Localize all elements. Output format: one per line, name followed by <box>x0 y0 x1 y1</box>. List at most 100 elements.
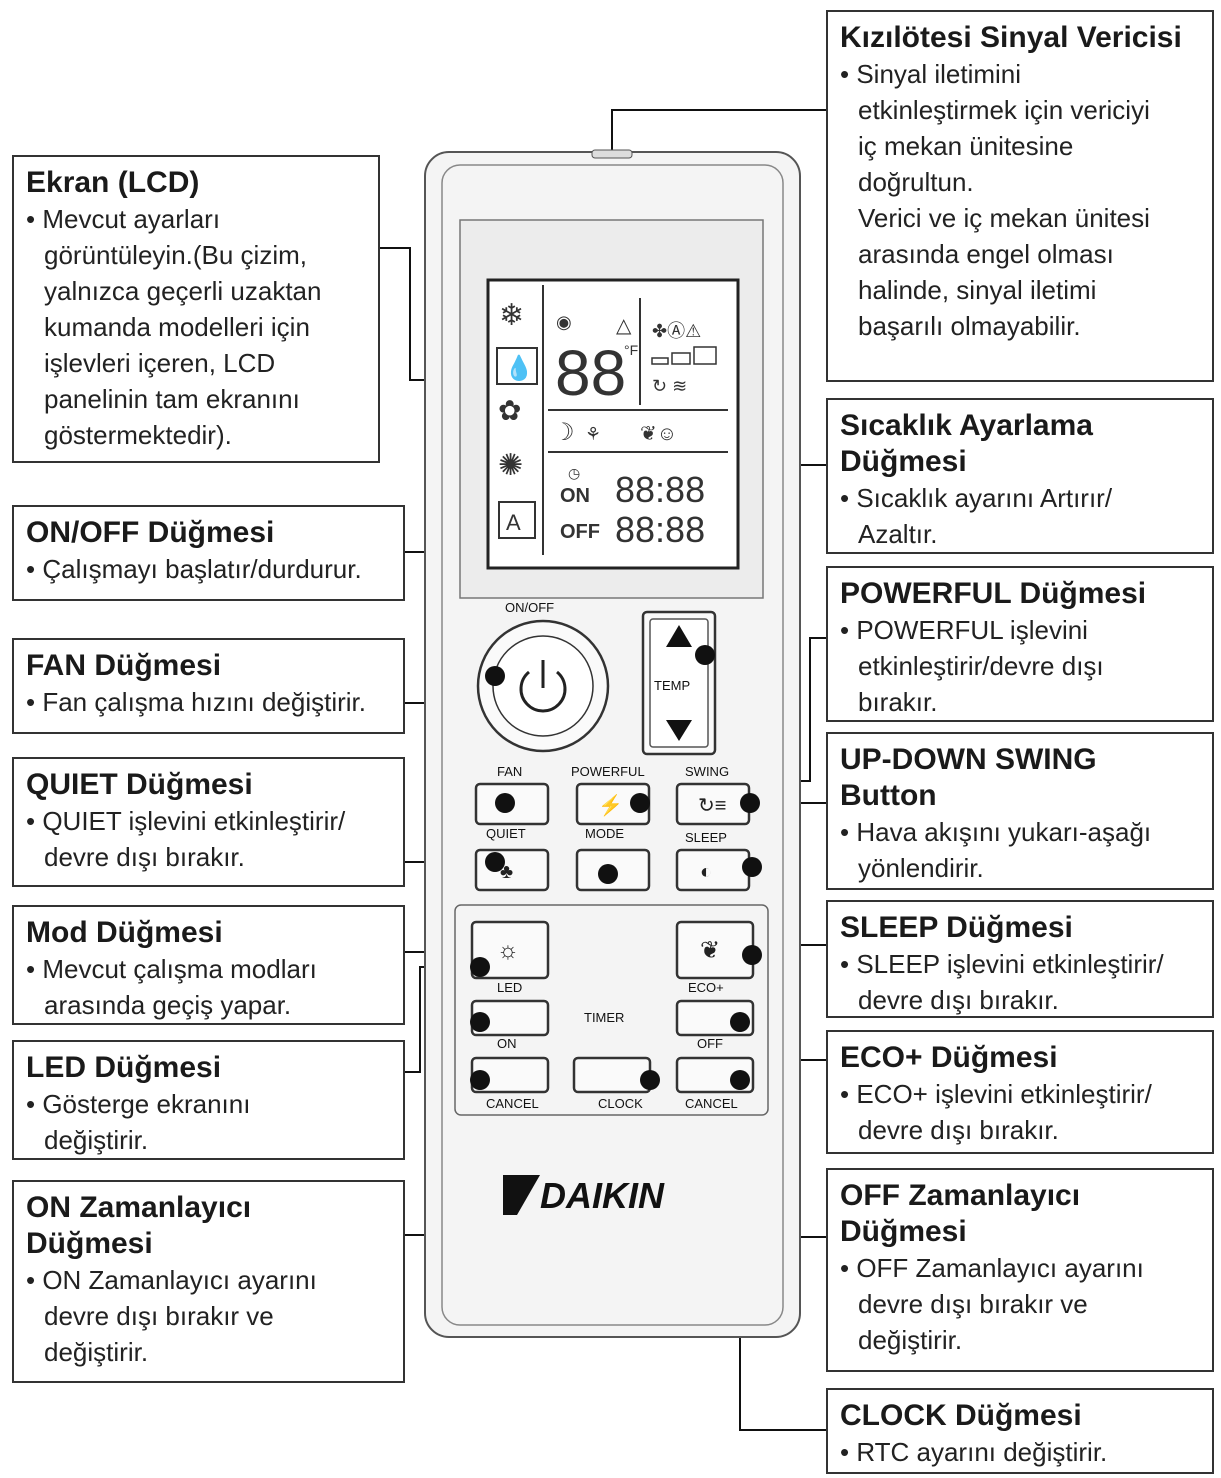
callout-title: Sıcaklık Ayarlama Düğmesi <box>840 409 1093 478</box>
leaf-icon: ❦ <box>700 937 720 964</box>
callout-line: devre dışı bırakır ve <box>44 1301 274 1331</box>
callout-line: değiştirir. <box>44 1125 149 1155</box>
callout-title: FAN Düğmesi <box>26 649 222 682</box>
temp-label: TEMP <box>654 678 690 693</box>
callout-title: SLEEP Düğmesi <box>840 911 1073 944</box>
fan-auto-icon: ✤Ⓐ⚠ <box>652 321 701 341</box>
callout-line: devre dışı bırakır ve <box>858 1289 1088 1319</box>
swing-button[interactable]: ↻≡ <box>675 782 751 826</box>
callout-line: • QUIET işlevini etkinleştirir/ <box>26 806 346 836</box>
drop-icon: 💧 <box>504 354 534 382</box>
powerful-button-icon: ⚡ <box>598 793 623 817</box>
on-label: ON <box>497 1036 517 1051</box>
swing-button-icon: ↻≡ <box>698 795 726 817</box>
led-button[interactable]: ☼ <box>470 920 550 980</box>
callout-line: panelinin tam ekranını <box>44 384 300 414</box>
quiet-label: QUIET <box>486 826 526 841</box>
lcd-off-label: OFF <box>560 521 600 543</box>
callout-line: değiştirir. <box>44 1337 149 1367</box>
callout-line: • Fan çalışma hızını değiştirir. <box>26 687 367 717</box>
lcd-on-time: 88:88 <box>615 469 705 510</box>
cancel-left-label: CANCEL <box>486 1096 539 1111</box>
temp-button[interactable] <box>641 610 717 756</box>
callout-led: LED Düğmesi • Gösterge ekranını değiştir… <box>12 1040 405 1160</box>
eco-lcd-icon: ❦☺ <box>640 423 677 445</box>
callout-temp: Sıcaklık Ayarlama Düğmesi • Sıcaklık aya… <box>826 398 1214 554</box>
powerful-button[interactable]: ⚡ <box>575 782 651 826</box>
lcd-off-time: 88:88 <box>615 509 705 550</box>
callout-line: görüntüleyin.(Bu çizim, <box>44 240 307 270</box>
callout-title: ECO+ Düğmesi <box>840 1041 1058 1074</box>
callout-clock: CLOCK Düğmesi • RTC ayarını değiştirir. <box>826 1388 1214 1474</box>
callout-line: halinde, sinyal iletimi <box>858 275 1097 305</box>
sleep-button-icon: ◐ <box>700 861 712 883</box>
callout-line: Azaltır. <box>858 519 938 549</box>
fan-icon: ✿ <box>498 395 521 426</box>
swing-lcd-icon: ↻ ≋ <box>652 376 687 396</box>
callout-sleep: SLEEP Düğmesi • SLEEP işlevini etkinleşt… <box>826 900 1214 1018</box>
led-label: LED <box>497 980 522 995</box>
callout-swing: UP-DOWN SWING Button • Hava akışını yuka… <box>826 732 1214 890</box>
callout-line: • Sıcaklık ayarını Artırır/ <box>840 483 1113 513</box>
powerful-label: POWERFUL <box>571 764 645 779</box>
callout-line: etkinleştirmek için vericiyi <box>858 95 1150 125</box>
callout-line: Verici ve iç mekan ünitesi <box>858 203 1150 233</box>
callout-line: etkinleştirir/devre dışı <box>858 651 1104 681</box>
eco-button[interactable]: ❦ <box>675 920 755 980</box>
callout-mode: Mod Düğmesi • Mevcut çalışma modları ara… <box>12 905 405 1025</box>
callout-line: • RTC ayarını değiştirir. <box>840 1437 1108 1467</box>
sleep-button[interactable]: ◐ <box>675 848 751 892</box>
leader-transmitter <box>611 109 826 150</box>
callout-lcd: Ekran (LCD) • Mevcut ayarları görüntüley… <box>12 155 380 463</box>
callout-line: doğrultun. <box>858 167 974 197</box>
callout-line: arasında engel olması <box>858 239 1114 269</box>
callout-line: • Gösterge ekranını <box>26 1089 251 1119</box>
callout-line: • POWERFUL işlevini <box>840 615 1088 645</box>
callout-ontimer: ON Zamanlayıcı Düğmesi • ON Zamanlayıcı … <box>12 1180 405 1383</box>
callout-title: OFF Zamanlayıcı Düğmesi <box>840 1179 1081 1248</box>
callout-line: yönlendirir. <box>858 853 984 883</box>
triangle-icon: △ <box>616 315 632 337</box>
callout-offtimer: OFF Zamanlayıcı Düğmesi • OFF Zamanlayıc… <box>826 1168 1214 1372</box>
lcd-temp-digits: 88 <box>555 337 626 409</box>
ir-transmitter <box>591 149 633 159</box>
swing-label: SWING <box>685 764 729 779</box>
callout-title: ON Zamanlayıcı Düğmesi <box>26 1191 252 1260</box>
callout-line: arasında geçiş yapar. <box>44 990 292 1020</box>
callout-line: • Mevcut ayarları <box>26 204 221 234</box>
callout-line: iç mekan ünitesine <box>858 131 1074 161</box>
callout-line: • Sinyal iletimini <box>840 59 1022 89</box>
quiet-button[interactable]: ♣ <box>474 848 550 892</box>
fan-speed-icon: ◉ <box>556 312 572 332</box>
moon-icon: ☽ <box>553 419 575 446</box>
callout-line: • ON Zamanlayıcı ayarını <box>26 1265 317 1295</box>
callout-line: kumanda modelleri için <box>44 312 310 342</box>
mode-label: MODE <box>585 826 624 841</box>
callout-title: Ekran (LCD) <box>26 166 200 199</box>
timer-label: TIMER <box>584 1010 624 1025</box>
callout-title: Mod Düğmesi <box>26 916 223 949</box>
callout-title: ON/OFF Düğmesi <box>26 516 275 549</box>
clock-label: CLOCK <box>598 1096 643 1111</box>
callout-line: • Hava akışını yukarı-aşağı <box>840 817 1152 847</box>
sun-icon: ✺ <box>498 449 523 482</box>
callout-line: • Mevcut çalışma modları <box>26 954 317 984</box>
bulb-icon: ☼ <box>497 937 519 964</box>
callout-title: LED Düğmesi <box>26 1051 222 1084</box>
degree-icon: °F <box>624 342 638 358</box>
eco-label: ECO+ <box>688 980 724 995</box>
clock-button[interactable] <box>572 1056 652 1094</box>
cancel-right-label: CANCEL <box>685 1096 738 1111</box>
callout-title: POWERFUL Düğmesi <box>840 577 1147 610</box>
off-label: OFF <box>697 1036 723 1051</box>
callout-eco: ECO+ Düğmesi • ECO+ işlevini etkinleştir… <box>826 1030 1214 1154</box>
callout-line: bırakır. <box>858 687 938 717</box>
callout-title: CLOCK Düğmesi <box>840 1399 1082 1432</box>
callout-line: başarılı olmayabilir. <box>858 311 1081 341</box>
callout-line: devre dışı bırakır. <box>858 985 1059 1015</box>
daikin-logo-mark <box>503 1175 540 1215</box>
temp-up-icon <box>666 625 692 647</box>
onoff-button[interactable] <box>476 619 610 753</box>
